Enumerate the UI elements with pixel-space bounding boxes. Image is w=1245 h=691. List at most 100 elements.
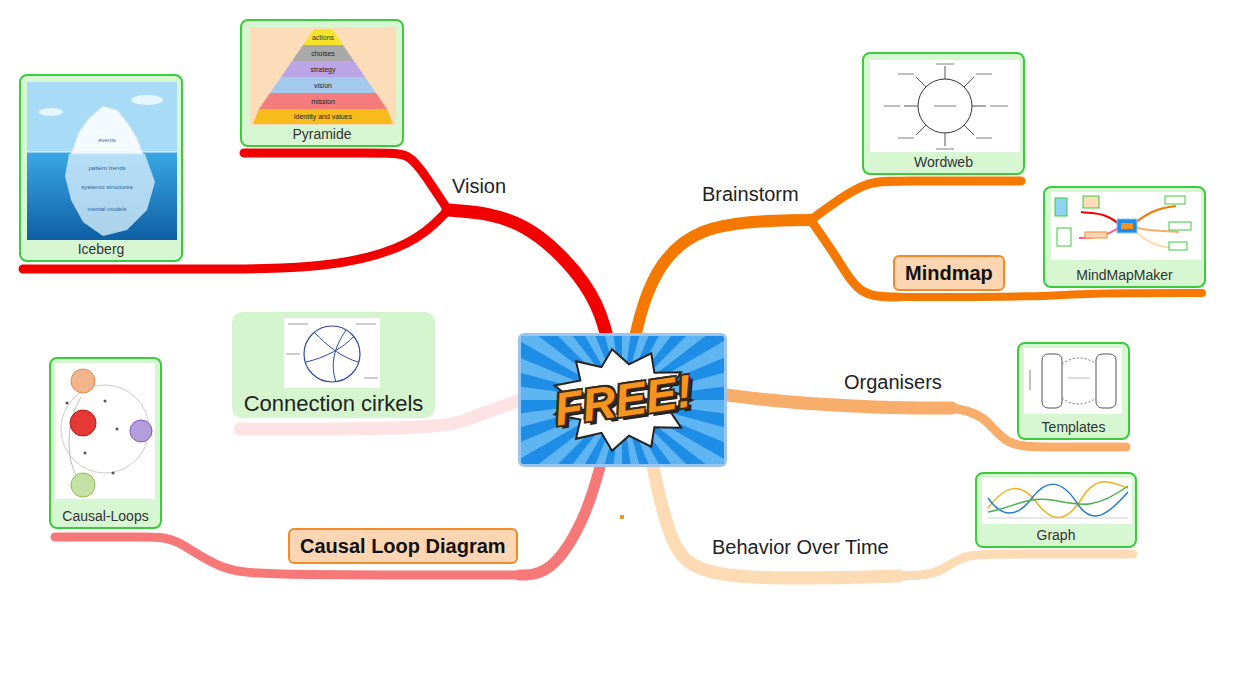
illustration-shape bbox=[281, 61, 365, 77]
node-label: Causal Loop Diagram bbox=[290, 530, 516, 562]
illustration-shape bbox=[898, 137, 914, 139]
thumbnail-card: Connection cirkels bbox=[232, 312, 435, 418]
illustration-shape bbox=[284, 318, 380, 388]
illustration-shape bbox=[1083, 196, 1099, 208]
node-label: Organisers bbox=[840, 368, 946, 396]
mindmap-illustration bbox=[1051, 192, 1201, 260]
node-label: Graph bbox=[1033, 527, 1080, 546]
illustration-shape bbox=[1085, 232, 1107, 238]
illustration-shape bbox=[982, 478, 1132, 524]
illustration-shape bbox=[27, 82, 177, 154]
illustration-shape bbox=[333, 330, 346, 382]
illustration-shape bbox=[964, 77, 974, 87]
illustration-text: identity and values bbox=[294, 113, 352, 120]
illustration-shape bbox=[934, 105, 956, 107]
wordweb-illustration bbox=[870, 60, 1020, 152]
thumbnail-card: Pyramideactionschoisesstrategyvisionmiss… bbox=[240, 19, 404, 147]
illustration-shape bbox=[71, 106, 143, 154]
illustration-shape bbox=[1042, 354, 1062, 408]
branch-line bbox=[897, 293, 1202, 297]
illustration-text: mental models bbox=[87, 206, 126, 212]
illustration-shape bbox=[66, 402, 69, 405]
branch-line bbox=[520, 467, 600, 575]
thumbnail-card: Icebergeventspattern trendssystemic stru… bbox=[19, 74, 183, 262]
illustration-shape bbox=[918, 79, 972, 133]
node-label: MindMapMaker bbox=[1072, 267, 1176, 286]
thumbnail-card: Graph bbox=[975, 472, 1137, 548]
branch-line bbox=[653, 467, 899, 578]
thumbnail-card: Wordweb bbox=[862, 52, 1025, 175]
node-label: Connection cirkels bbox=[238, 391, 430, 418]
illustration-shape bbox=[936, 148, 954, 150]
thumbnail-card: Templates bbox=[1017, 342, 1130, 440]
stray-dot bbox=[620, 515, 624, 519]
node-label: Pyramide bbox=[288, 126, 355, 145]
illustration-shape bbox=[1169, 242, 1187, 250]
pyramid-illustration bbox=[250, 27, 396, 125]
illustration-shape bbox=[988, 484, 1128, 516]
illustration-text: actions bbox=[312, 34, 334, 41]
illustration-shape bbox=[916, 125, 926, 135]
illustration-shape bbox=[1117, 219, 1137, 233]
illustration-shape bbox=[976, 73, 992, 75]
illustration-shape bbox=[286, 354, 300, 355]
node-label: Vision bbox=[448, 172, 510, 200]
illustration-shape bbox=[945, 66, 946, 79]
illustration-text: systemic structures bbox=[81, 184, 132, 190]
illustration-shape bbox=[270, 77, 376, 93]
illustration-shape bbox=[71, 473, 95, 497]
node-label: Behavior Over Time bbox=[708, 533, 893, 561]
illustration-shape bbox=[870, 60, 1020, 152]
illustration-shape bbox=[1096, 354, 1116, 408]
illustration-shape bbox=[884, 64, 1008, 149]
illustration-shape bbox=[964, 125, 974, 135]
topic-box: Mindmap bbox=[893, 255, 1005, 291]
illustration-shape bbox=[1165, 196, 1185, 204]
illustration-shape bbox=[130, 420, 152, 442]
node-label: Mindmap bbox=[895, 257, 1003, 289]
branch-line bbox=[811, 181, 1021, 220]
illustration-shape bbox=[1079, 226, 1121, 238]
branch-line bbox=[636, 220, 811, 333]
illustration-shape bbox=[1121, 223, 1133, 229]
illustration-shape bbox=[1062, 398, 1096, 404]
illustration-shape bbox=[27, 152, 177, 240]
illustration-shape bbox=[1169, 222, 1191, 230]
illustration-shape bbox=[116, 428, 119, 431]
branch-topic: Brainstorm bbox=[698, 180, 803, 208]
illustration-text: strategy bbox=[311, 66, 336, 73]
connection-circle-illustration bbox=[284, 318, 380, 388]
template-illustration bbox=[1024, 348, 1122, 414]
branch-line bbox=[727, 395, 952, 408]
illustration-shape bbox=[1055, 198, 1067, 216]
illustration-shape bbox=[65, 154, 155, 236]
illustration-shape bbox=[364, 378, 378, 379]
branch-line bbox=[899, 554, 1133, 576]
illustration-shape bbox=[27, 152, 177, 153]
illustration-text: mission bbox=[311, 98, 335, 105]
illustration-shape bbox=[39, 108, 63, 116]
illustration-shape bbox=[904, 106, 918, 107]
node-label: Brainstorm bbox=[698, 180, 803, 208]
illustration-shape bbox=[286, 324, 378, 378]
illustration-shape bbox=[304, 326, 360, 382]
branch-topic: Organisers bbox=[840, 368, 946, 396]
illustration-shape bbox=[66, 400, 119, 475]
illustration-shape bbox=[356, 324, 376, 325]
illustration-shape bbox=[23, 153, 1202, 578]
node-label: Causal-Loops bbox=[58, 508, 152, 527]
illustration-shape bbox=[112, 472, 115, 475]
branch-line bbox=[244, 153, 448, 210]
illustration-shape bbox=[1057, 228, 1071, 246]
node-label: Iceberg bbox=[74, 241, 129, 260]
illustration-shape bbox=[988, 482, 1128, 518]
illustration-shape bbox=[1062, 358, 1096, 364]
thumbnail-card: Causal-Loops bbox=[49, 357, 162, 529]
illustration-shape bbox=[990, 105, 1008, 107]
illustration-text: pattern trends bbox=[88, 165, 125, 171]
illustration-shape bbox=[1068, 378, 1090, 379]
illustration-shape bbox=[976, 137, 992, 139]
illustration-shape bbox=[898, 73, 914, 75]
illustration-shape bbox=[70, 410, 96, 436]
illustration-shape bbox=[292, 45, 354, 61]
